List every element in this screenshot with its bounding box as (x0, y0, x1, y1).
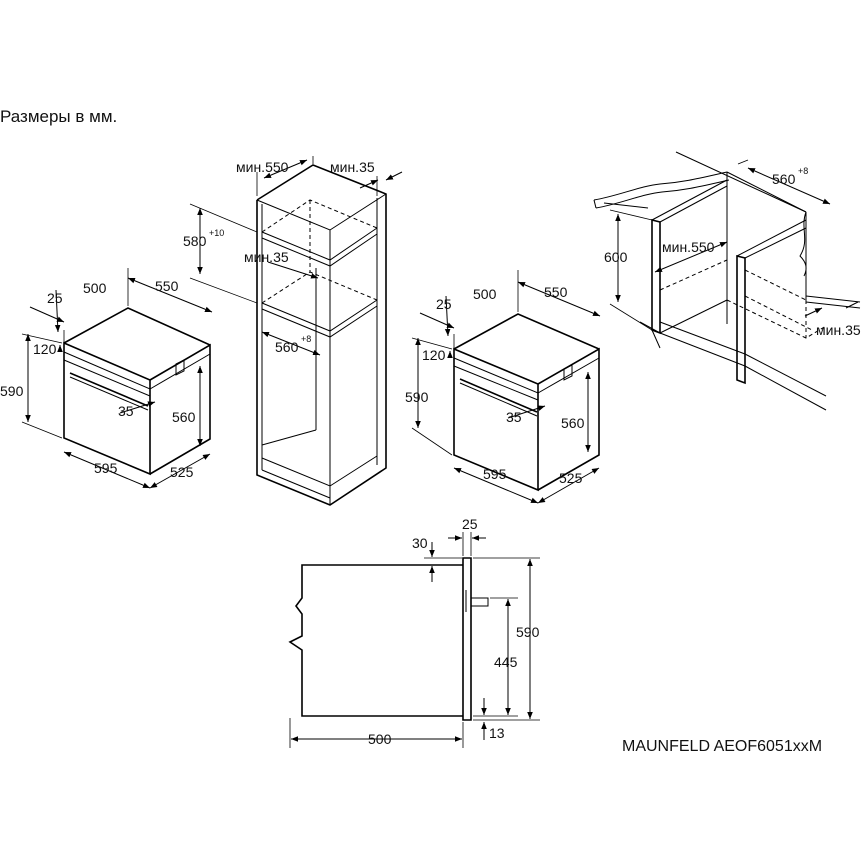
oven-left-front (63, 341, 151, 476)
oven-mid-top (453, 313, 600, 350)
side-view-handle (471, 597, 489, 607)
side-view: 25 30 590 445 500 13 (288, 516, 540, 748)
oven-mid-label-25: 25 (436, 296, 452, 312)
left-cabinet-wall (651, 218, 661, 335)
countertop-edge (593, 171, 728, 201)
oven-left-knob (175, 359, 185, 376)
side-label-25: 25 (462, 516, 478, 532)
cabinet-label-min550: мин.550 (236, 159, 289, 175)
side-label-500: 500 (368, 731, 392, 747)
side-label-30: 30 (412, 535, 428, 551)
cabinet-label-560: 560 (275, 339, 299, 355)
oven-mid-label-525: 525 (559, 470, 583, 486)
oven-left-label-25: 25 (47, 290, 63, 306)
page-title: Размеры в мм. (0, 107, 118, 126)
under-counter: 560 +8 600 мин.550 мин.35 (593, 151, 861, 411)
oven-left-label-35: 35 (118, 403, 134, 419)
oven-left-top (63, 307, 211, 346)
oven-mid-label-500: 500 (473, 286, 497, 302)
under-label-min550: мин.550 (662, 239, 715, 255)
under-label-min35: мин.35 (816, 322, 861, 338)
oven-left-label-550: 550 (155, 278, 179, 294)
oven-mid-label-560: 560 (561, 415, 585, 431)
side-view-door (462, 557, 472, 721)
side-label-445: 445 (494, 654, 518, 670)
side-label-590: 590 (516, 624, 540, 640)
cabinet-upper-shelf (261, 227, 378, 261)
oven-mid-knob (563, 364, 573, 381)
under-label-600: 600 (604, 249, 628, 265)
oven-left: 25 500 550 120 590 35 560 595 525 (0, 268, 213, 489)
oven-left-label-560: 560 (172, 409, 196, 425)
cabinet-lower-shelf (261, 299, 378, 332)
oven-left-handle-under (69, 376, 149, 411)
oven-mid-label-590: 590 (405, 389, 429, 405)
right-cabinet-wall (736, 254, 746, 385)
oven-mid-label-550: 550 (544, 284, 568, 300)
tall-cabinet: мин.550 мин.35 580 +10 мин.35 560 +8 (183, 156, 403, 506)
cabinet-label-560-tol: +8 (301, 334, 311, 344)
oven-mid-panel-line (453, 357, 600, 394)
oven-mid-label-120: 120 (422, 347, 446, 363)
oven-mid: 25 500 550 120 590 35 560 595 525 (405, 270, 601, 504)
cabinet-label-580-tol: +10 (209, 228, 224, 238)
oven-left-panel-line (63, 351, 211, 390)
side-view-body (288, 564, 463, 717)
side-label-13: 13 (489, 725, 505, 741)
oven-mid-label-595: 595 (483, 466, 507, 482)
cabinet-label-min35-top: мин.35 (330, 159, 375, 175)
under-label-560-tol: +8 (798, 166, 808, 176)
oven-mid-handle (459, 378, 538, 413)
cabinet-label-min35-mid: мин.35 (244, 249, 289, 265)
oven-mid-label-35: 35 (506, 409, 522, 425)
model-name: MAUNFELD AEOF6051xxM (622, 738, 823, 755)
oven-left-label-595: 595 (94, 460, 118, 476)
oven-left-label-120: 120 (33, 341, 57, 357)
under-label-560: 560 (772, 171, 796, 187)
oven-left-label-590: 590 (0, 383, 24, 399)
cabinet-label-580: 580 (183, 233, 207, 249)
cabinet-top-edge (256, 193, 387, 231)
cabinet-outline (256, 164, 387, 506)
oven-left-handle (69, 372, 149, 407)
oven-left-door-line (63, 359, 151, 397)
oven-left-label-500: 500 (83, 280, 107, 296)
oven-left-label-525: 525 (170, 464, 194, 480)
